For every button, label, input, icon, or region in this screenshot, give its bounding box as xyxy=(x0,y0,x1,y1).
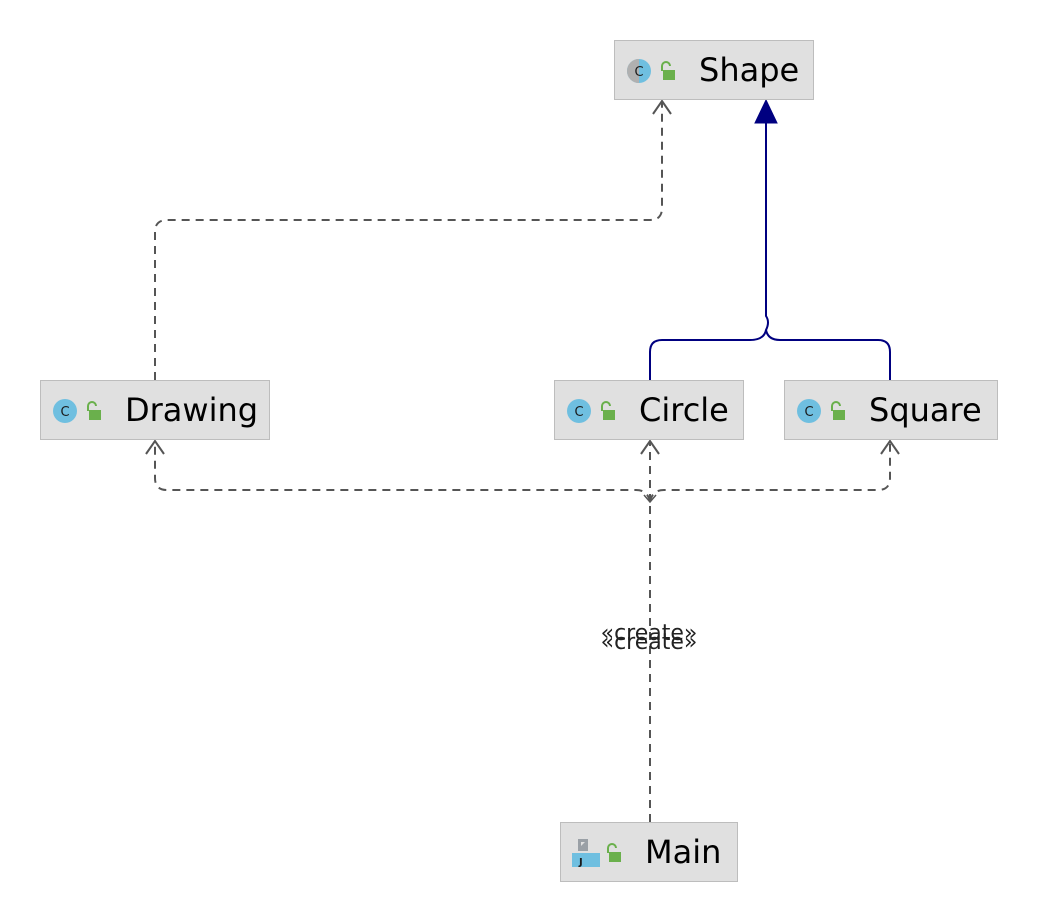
inheritance-edges xyxy=(649,98,891,380)
lock-open-icon xyxy=(601,401,615,420)
edge-drawing-shape-arrowhead xyxy=(652,99,672,115)
lock-open-icon xyxy=(87,401,101,420)
edge-main-drawing-arrowhead xyxy=(145,439,165,455)
class-icon: C xyxy=(567,399,591,423)
class-icon: C xyxy=(797,399,821,423)
class-name-drawing: Drawing xyxy=(125,391,259,429)
lock-open-icon xyxy=(831,401,845,420)
dependency-edge-drawing-shape xyxy=(154,99,672,380)
lock-open-icon xyxy=(607,843,621,862)
class-node-shape[interactable]: C Shape xyxy=(614,40,814,100)
svg-text:C: C xyxy=(60,405,69,420)
class-icon: C xyxy=(53,399,77,423)
class-node-main[interactable]: J Main xyxy=(560,822,738,882)
svg-text:J: J xyxy=(578,857,583,868)
class-name-circle: Circle xyxy=(639,391,729,429)
edge-circle-shape xyxy=(649,122,769,380)
abstract-class-icon: C xyxy=(627,59,651,83)
edge-main-circle-arrowhead xyxy=(640,439,660,455)
edge-main-square-arrowhead xyxy=(880,439,900,455)
class-node-square[interactable]: C Square xyxy=(784,380,998,440)
lock-open-icon xyxy=(661,61,675,80)
edge-square-shape xyxy=(765,329,891,380)
create-label-2: «create» xyxy=(601,630,698,655)
class-name-square: Square xyxy=(869,391,982,429)
class-node-drawing[interactable]: C Drawing xyxy=(40,380,270,440)
svg-text:C: C xyxy=(634,65,643,80)
class-name-main: Main xyxy=(645,833,722,871)
dependency-edges-main xyxy=(145,439,900,822)
java-file-icon: J xyxy=(572,839,600,868)
edge-main-square xyxy=(649,442,891,503)
class-name-shape: Shape xyxy=(699,51,800,89)
class-node-circle[interactable]: C Circle xyxy=(554,380,744,440)
svg-text:C: C xyxy=(574,405,583,420)
edge-drawing-shape xyxy=(154,102,663,380)
svg-text:C: C xyxy=(804,405,813,420)
edge-junction-marker xyxy=(643,494,657,504)
create-label-1: «create» xyxy=(601,621,698,646)
inheritance-arrowhead xyxy=(754,98,778,124)
edge-main-drawing xyxy=(154,442,651,503)
